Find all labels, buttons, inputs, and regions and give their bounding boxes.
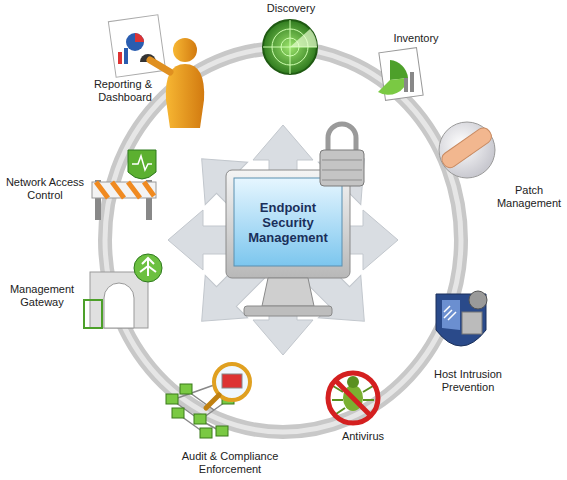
gateway-icon [84,254,162,328]
screen-title: Endpoint Security Management [241,200,335,245]
shield-icon [436,291,487,346]
component-label: Inventory [380,32,452,45]
screen-box: Endpoint Security Management [235,179,341,265]
antivirus-icon [328,373,378,423]
inventory-icon [378,48,423,101]
ring-highlight [105,48,461,432]
radar-icon [263,20,317,74]
monitor [226,170,350,316]
component-label: Discovery [255,2,327,15]
patch-cd-icon [439,122,495,178]
component-label: Antivirus [330,430,396,443]
ring [105,48,461,432]
component-label: Audit & Compliance Enforcement [150,450,310,476]
reporting-icon [108,15,204,128]
component-label: Reporting & Dashboard [60,78,152,104]
audit-icon [166,364,250,438]
radiating-arrows [168,125,398,355]
component-label: Patch Management [494,184,564,210]
barricade-icon [92,150,156,220]
component-label: Network Access Control [2,176,88,202]
padlock [320,124,364,186]
component-label: Host Intrusion Prevention [418,368,518,394]
component-label: Management Gateway [4,283,80,309]
